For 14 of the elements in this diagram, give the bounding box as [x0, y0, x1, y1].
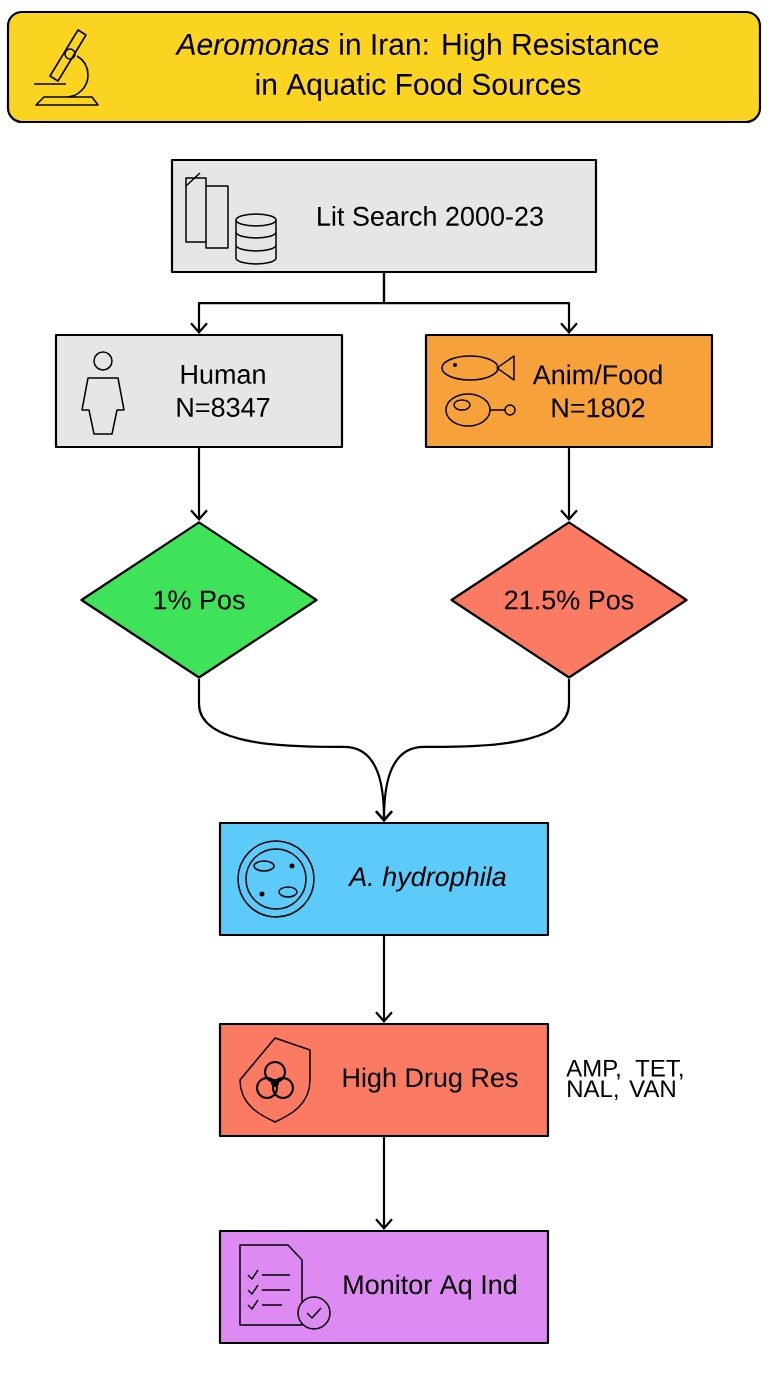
- arrow: [382, 273, 578, 334]
- process-box: A. hydrophila: [218, 821, 550, 937]
- process-box: High Drug Res: [218, 1022, 550, 1138]
- process-box: Human N=8347: [54, 333, 344, 449]
- arrow: [190, 448, 208, 521]
- drug-list: AMP, TET, NAL, VAN: [566, 1059, 683, 1101]
- title-banner: Aeromonas in Iran: High Resistance in Aquatic Food Sources: [6, 10, 762, 124]
- arrow: [375, 1137, 393, 1230]
- arrow: [375, 936, 393, 1023]
- arrow: [560, 448, 578, 521]
- process-box: Anim/Food N=1802: [424, 333, 714, 449]
- arrow: [375, 679, 571, 822]
- process-box: Lit Search 2000-23: [170, 158, 598, 274]
- process-box: Monitor Aq Ind: [218, 1229, 550, 1345]
